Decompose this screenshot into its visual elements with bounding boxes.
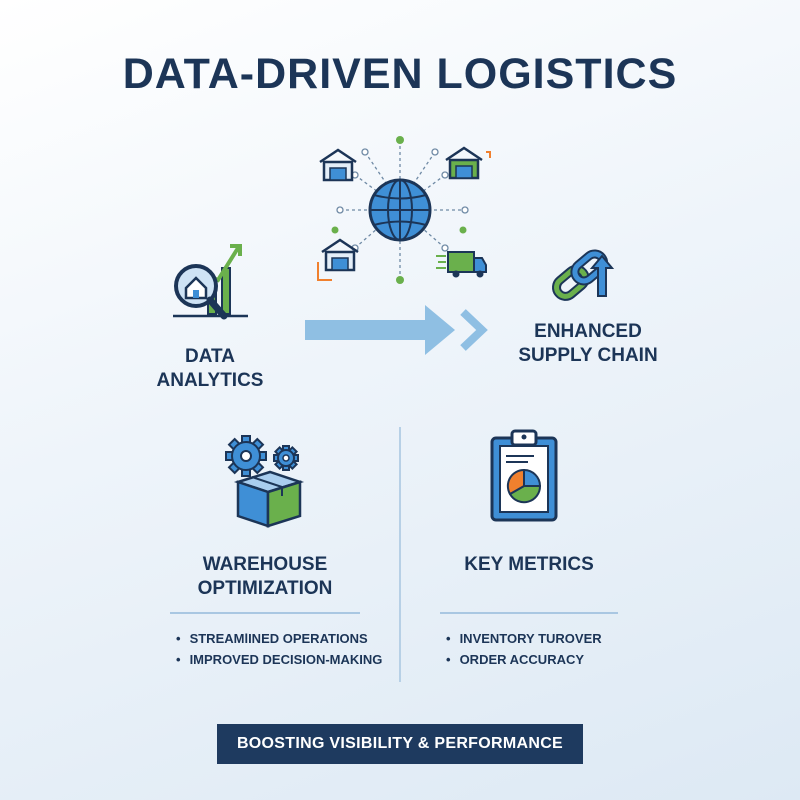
magnifier-house-chart-icon bbox=[173, 244, 248, 320]
list-item: STREAMlINED OPERATIONS bbox=[176, 628, 382, 649]
chain-link-arrow-icon bbox=[552, 249, 615, 301]
gears-box-icon bbox=[225, 435, 305, 528]
metrics-bullet-list: INVENTORY TUROVER ORDER ACCURACY bbox=[446, 628, 602, 670]
section-divider bbox=[399, 427, 401, 682]
supply-label-line1: ENHANCED bbox=[534, 321, 642, 342]
warehouse-title-line1: WAREHOUSE bbox=[202, 554, 328, 575]
page-title: DATA-DRIVEN LOGISTICS bbox=[122, 50, 678, 98]
warehouse-underline bbox=[170, 612, 360, 614]
warehouse-optimization-title: WAREHOUSE OPTIMIZATION bbox=[170, 553, 360, 601]
list-item: ORDER ACCURACY bbox=[446, 649, 602, 670]
footer-banner: BOOSTING VISIBILITY & PERFORMANCE bbox=[217, 724, 583, 764]
supply-label-line2: SUPPLY CHAIN bbox=[518, 345, 658, 366]
global-network-icon bbox=[317, 136, 491, 284]
data-analytics-label: DATA ANALYTICS bbox=[156, 346, 264, 391]
warehouse-bullet-list: STREAMlINED OPERATIONS IMPROVED DECISION… bbox=[176, 628, 383, 670]
list-item: INVENTORY TUROVER bbox=[446, 628, 602, 649]
clipboard-pie-chart-icon bbox=[490, 429, 558, 522]
list-item: IMPROVED DECISION-MAKING bbox=[176, 649, 383, 670]
warehouse-title-line2: OPTIMIZATION bbox=[197, 578, 333, 599]
key-metrics-title: KEY METRICS bbox=[464, 554, 594, 575]
flow-arrow-icon bbox=[305, 305, 488, 355]
enhanced-supply-chain-label: ENHANCED SUPPLY CHAIN bbox=[498, 320, 678, 368]
metrics-underline bbox=[440, 612, 618, 614]
